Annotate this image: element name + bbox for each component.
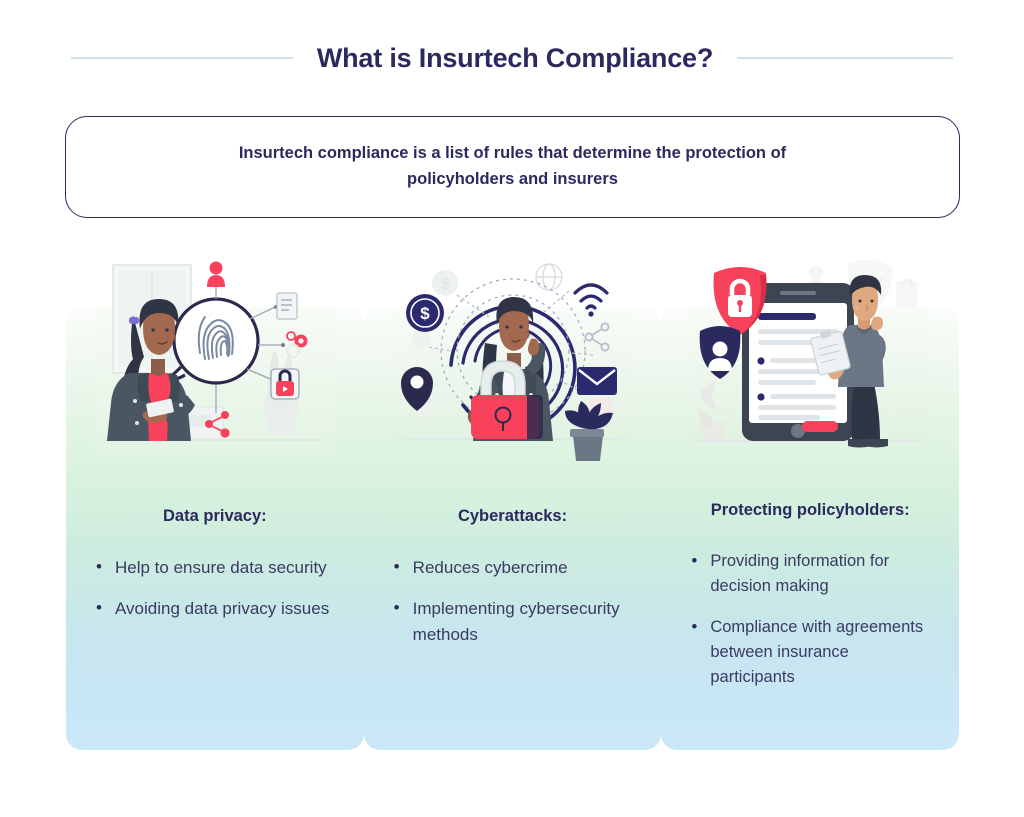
card-heading: Protecting policyholders: — [710, 501, 910, 519]
card-bullet-list: Reduces cybercrime Implementing cybersec… — [392, 554, 634, 648]
padlock-bag — [470, 360, 543, 439]
shield-user-icon — [699, 326, 741, 379]
page-header: What is Insurtech Compliance? — [0, 34, 1024, 82]
user-icon — [206, 261, 225, 287]
page-title: What is Insurtech Compliance? — [316, 42, 714, 73]
list-item: Compliance with agreements between insur… — [689, 614, 931, 690]
card-cyberattacks: $ — [363, 263, 662, 750]
tablet — [742, 283, 855, 441]
list-item: Help to ensure data security — [94, 554, 336, 581]
card-body: Cyberattacks: Reduces cybercrime Impleme… — [364, 503, 662, 648]
card-heading: Cyberattacks: — [457, 507, 568, 525]
card-body: Protecting policyholders: Providing info… — [661, 497, 959, 690]
woman-figure-2 — [467, 297, 553, 441]
card-data-privacy: Data privacy: Help to ensure data securi… — [66, 261, 364, 750]
definition-box: Insurtech compliance is a list of rules … — [65, 116, 960, 218]
svg-text:$: $ — [420, 304, 430, 323]
definition-text: Insurtech compliance is a list of rules … — [238, 144, 787, 188]
illustration-woman-with-phone-fingerprint-scan — [66, 255, 364, 475]
illustration-man-with-tablet-shields — [661, 255, 959, 475]
man-figure — [810, 275, 889, 448]
list-item: Implementing cybersecurity methods — [392, 595, 634, 648]
card-row: Data privacy: Help to ensure data securi… — [66, 259, 960, 750]
card-body: Data privacy: Help to ensure data securi… — [66, 503, 364, 622]
illustration-woman-holding-padlock-network: $ — [364, 255, 662, 475]
card-bullet-list: Providing information for decision makin… — [689, 548, 931, 690]
header-rule-right — [737, 57, 954, 59]
list-item: Providing information for decision makin… — [689, 548, 931, 599]
list-item: Reduces cybercrime — [392, 554, 634, 581]
header-rule-left — [70, 57, 293, 59]
svg-text:$: $ — [440, 276, 449, 293]
shield-lock-icon — [713, 267, 767, 335]
card-protecting-policyholders: Protecting policyholders: Providing info… — [661, 259, 960, 750]
list-item: Avoiding data privacy issues — [94, 595, 336, 622]
card-heading: Data privacy: — [163, 507, 267, 525]
card-bullet-list: Help to ensure data security Avoiding da… — [94, 554, 336, 622]
woman-figure — [106, 299, 195, 441]
